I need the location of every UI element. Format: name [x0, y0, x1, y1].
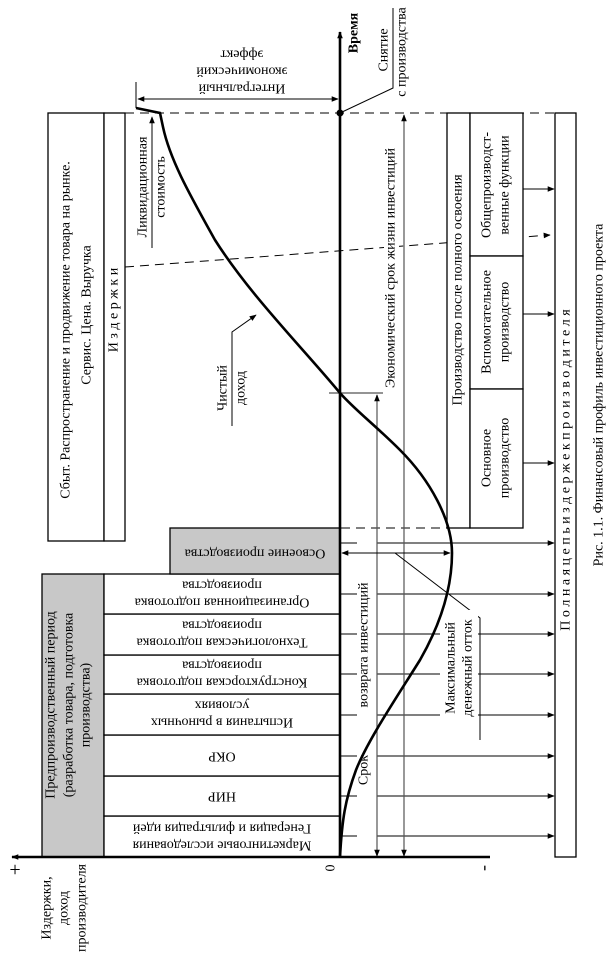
stage-marketing-line1: Маркетинговые исследования	[132, 838, 311, 853]
time-axis-label: Время	[347, 12, 362, 53]
integral-effect-line2: экономический	[196, 64, 288, 79]
liquidation-line2: стоимость	[154, 156, 169, 218]
stage-design-prep-line2: производства	[181, 658, 262, 673]
main-production-box	[469, 388, 524, 529]
preproduction-block	[41, 573, 105, 858]
withdrawal-label-line2: с производства	[395, 6, 410, 96]
payback-label-line1: Срок	[357, 755, 372, 785]
economic-life-label: Экономический срок жизни инвестиций	[384, 147, 399, 388]
max-outflow-text-bg	[440, 610, 478, 725]
stage-boxes	[103, 573, 341, 858]
payback-text-bg2	[357, 565, 373, 725]
stage-market-test-box	[103, 693, 341, 736]
general-functions-line2: венные функции	[498, 135, 513, 235]
preproduction-line1: Предпроизводственный период	[44, 611, 59, 798]
sales-text-line1: Сбыт. Распространение и продвижение това…	[59, 161, 74, 499]
auxiliary-production-line1: Вспомогательное	[480, 270, 495, 374]
full-cost-chain-label: П о л н а я ц е п ь и з д е р ж е к п р …	[559, 309, 574, 631]
preproduction-line3: производства)	[79, 662, 94, 747]
main-production-line2: производство	[498, 418, 513, 499]
integral-effect-line3: эффект	[221, 47, 264, 62]
plus-sign: +	[9, 859, 20, 881]
minus-sign: -	[473, 865, 493, 871]
zero-label: 0	[324, 865, 339, 872]
production-title: Производство после полного освоения	[451, 174, 466, 406]
costs-block	[103, 112, 126, 542]
full-cost-chain-block	[554, 112, 577, 858]
stage-tech-prep-box	[103, 613, 341, 656]
max-outflow-leader	[394, 552, 481, 740]
y-axis-label-line2: доход	[57, 891, 72, 925]
net-cash-flow-curve	[135, 106, 454, 858]
max-outflow-line1: Максимальный	[444, 622, 459, 714]
y-axis-label-line3: производителя	[75, 863, 90, 952]
costs-dashed-arrow	[124, 232, 551, 268]
stage-tech-prep-line2: производства	[181, 618, 262, 633]
auxiliary-production-box	[469, 255, 524, 390]
stage-tech-prep-line1: Технологическая подготовка	[136, 635, 308, 650]
stage-market-test-line2: условиях	[195, 698, 250, 713]
stage-design-prep-line1: Конструкторская подготовка	[136, 675, 308, 690]
stage-org-prep-box	[103, 573, 341, 615]
general-functions-box	[469, 112, 524, 257]
general-functions-line1: Общепроизводст-	[480, 132, 495, 238]
net-income-line1: Чистый	[216, 365, 231, 411]
economic-life-text-bg	[384, 125, 399, 410]
payback-label-line2: возврата инвестиций	[357, 582, 372, 707]
withdrawal-label-line1: Снятие	[377, 28, 392, 71]
main-production-line1: Основное	[480, 429, 495, 487]
figure-caption: Рис. 1.1. Финансовый профиль инвестицион…	[592, 223, 607, 566]
auxiliary-production-line2: производство	[498, 282, 513, 363]
net-income-leader	[231, 314, 257, 426]
costs-label: И з д е р ж к и	[107, 267, 122, 352]
stage-research-label: НИР	[208, 789, 236, 804]
liquidation-line1: Ликвидационная	[136, 136, 151, 237]
stage-design-prep-box	[103, 654, 341, 695]
stage-org-prep-line1: Организационная подготовка	[134, 595, 309, 610]
y-axis-label-line1: Издержки,	[40, 876, 55, 939]
max-outflow-line2: денежный отток	[461, 619, 476, 716]
stage-marketing-line2: Генерация и фильтрация идей	[132, 821, 311, 836]
mastering-block	[169, 527, 341, 575]
stage-market-test-line1: Испытания в рыночных	[151, 715, 293, 730]
withdrawal-leader	[339, 8, 394, 114]
integral-effect-line1: Интегральный	[198, 81, 285, 96]
mastering-label: Освоение производства	[184, 546, 325, 561]
sales-block	[47, 112, 105, 542]
preproduction-line2: (разработка товара, подготовка	[62, 612, 77, 797]
stage-org-prep-line2: производства	[181, 578, 262, 593]
stage-development-label: ОКР	[208, 749, 235, 764]
stage-development-box	[103, 734, 341, 777]
sales-text-line2: Сервис. Цена. Выручка	[80, 244, 95, 384]
net-income-line2: доход	[234, 371, 249, 405]
